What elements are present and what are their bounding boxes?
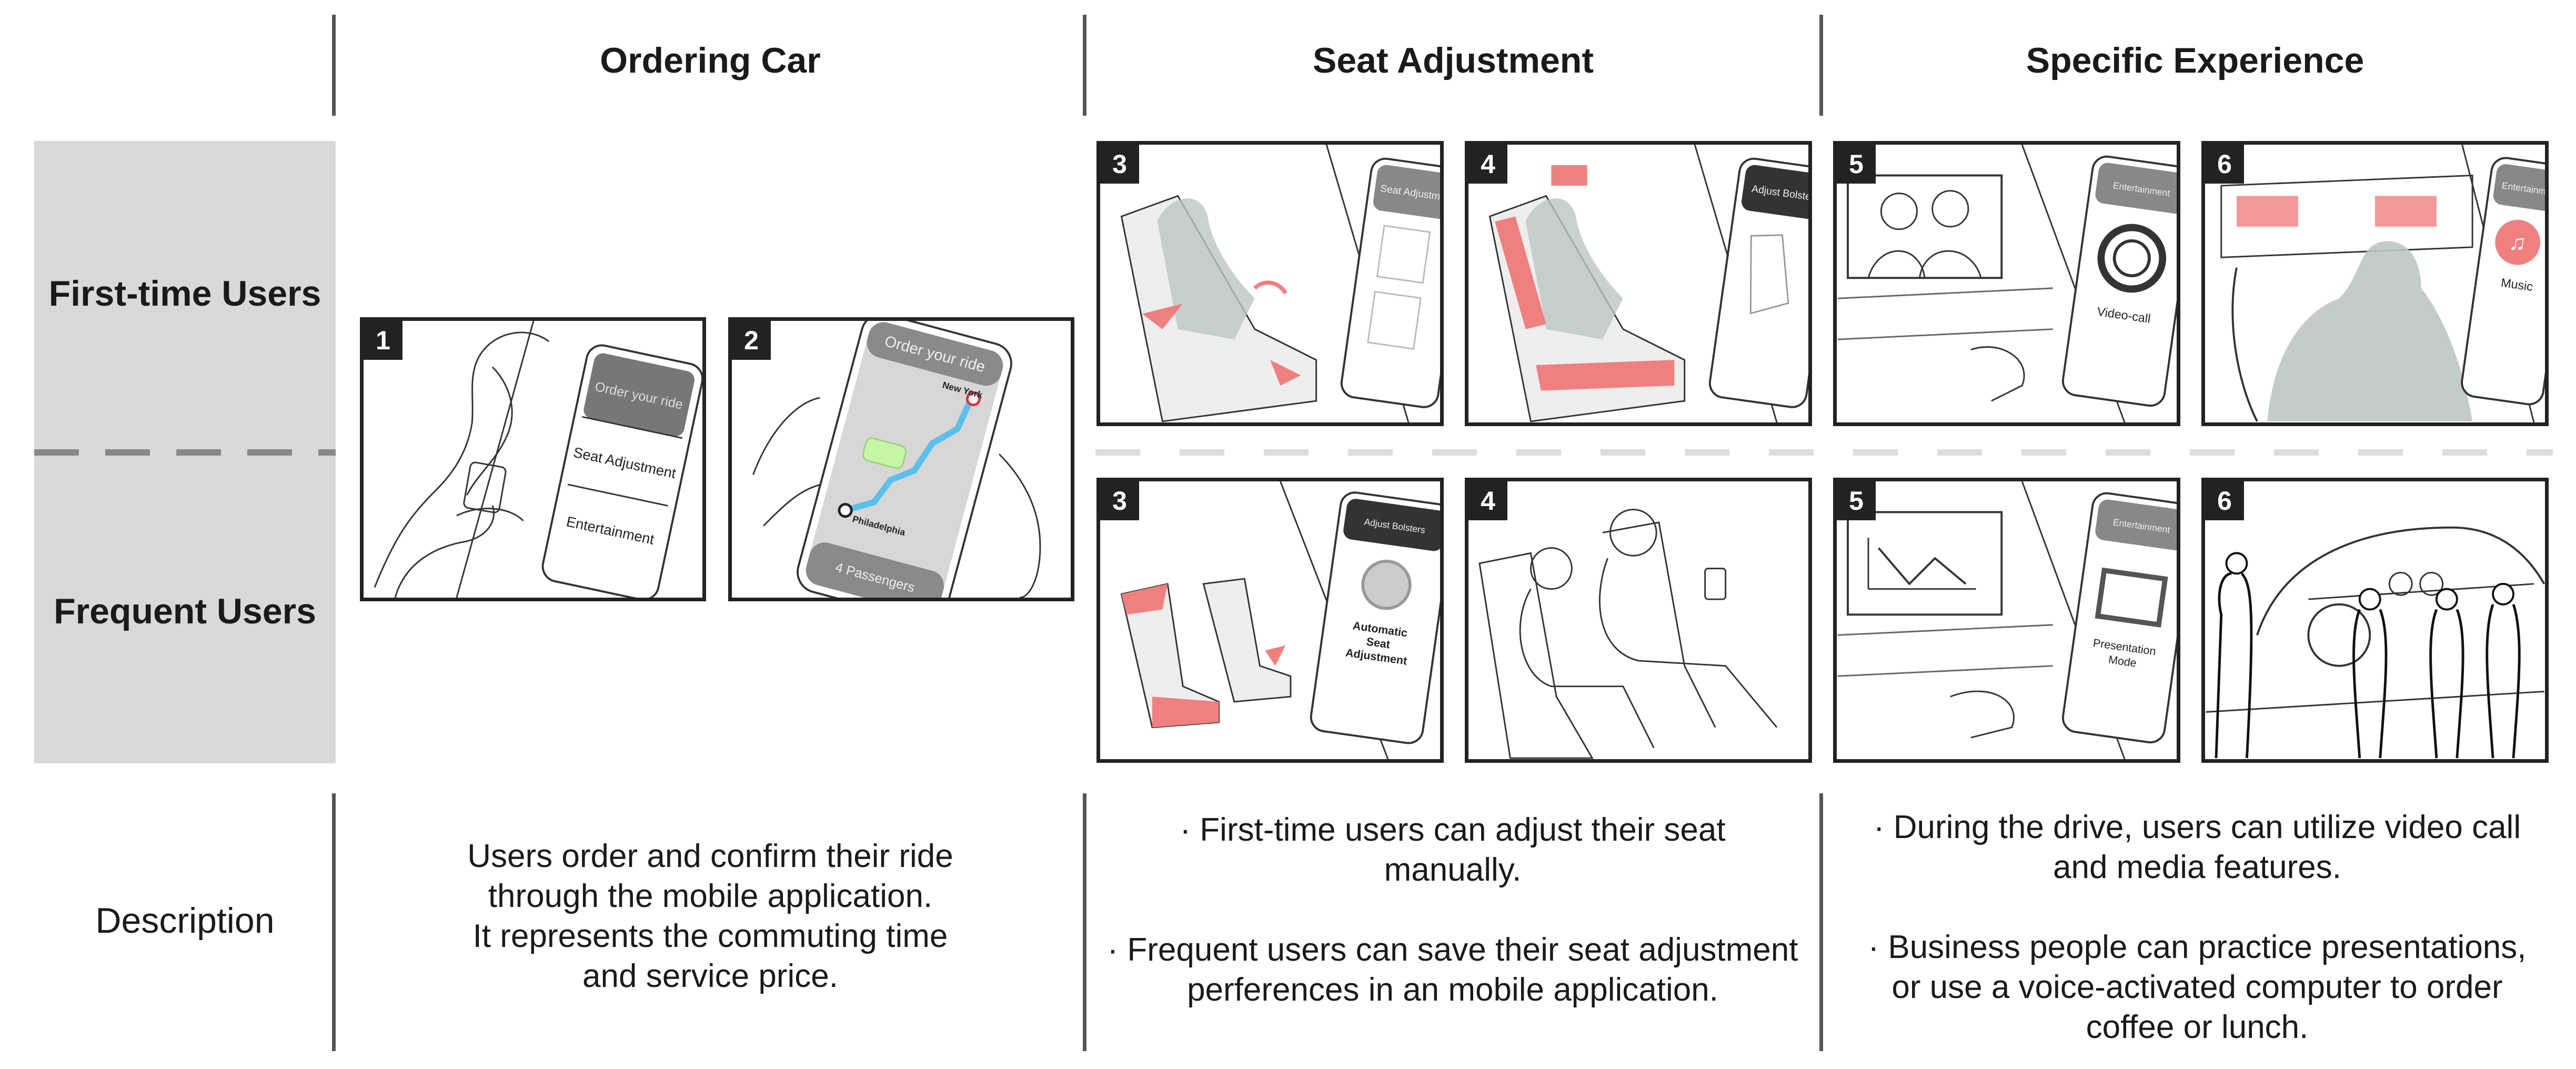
panel-number: 4	[1468, 481, 1507, 520]
description-line: Users order and confirm their ride	[337, 836, 1084, 876]
description-line: · Business people can practice presentat…	[1824, 927, 2571, 967]
header-divider-1	[332, 15, 336, 116]
panel-number: 5	[1837, 481, 1876, 520]
column-header-seat-adjustment: Seat Adjustment	[1085, 32, 1822, 89]
desc-divider-3	[1819, 793, 1823, 1051]
panel-number: 6	[2205, 481, 2244, 520]
description-line: and media features.	[1824, 848, 2571, 888]
column-header-specific-experience: Specific Experience	[1822, 32, 2569, 89]
passengers-seated-illustration	[1468, 481, 1808, 759]
panel-number: 4	[1468, 145, 1507, 184]
panel-number: 1	[364, 321, 402, 360]
manual-seat-adjust-illustration: Seat Adjustment	[1100, 145, 1440, 422]
storyboard-panel-frequent-5: 5 Entertainment Presentation Mode	[1833, 478, 2180, 763]
storyboard-panel-frequent-3: 3 Adjust Bolsters Automatic Seat Adjustm…	[1096, 478, 1444, 763]
header-divider-2	[1083, 15, 1086, 116]
storyboard-panel-2: 2 Order your ride 4 Passengers New York …	[728, 317, 1074, 601]
music-note-icon: ♫	[2508, 229, 2528, 256]
panel-number: 6	[2205, 145, 2244, 184]
description-line: · Frequent users can save their seat adj…	[1087, 930, 1818, 970]
bolster-adjust-illustration: Adjust Bolsters	[1468, 145, 1808, 422]
row-separator-dashed	[34, 448, 336, 457]
column-header-ordering-car: Ordering Car	[337, 32, 1084, 89]
panel-number: 5	[1837, 145, 1876, 184]
video-call-illustration: Entertainment Video-call	[1837, 145, 2177, 422]
person-with-phone-illustration: Order your ride Seat Adjustment Entertai…	[364, 321, 702, 598]
panel-number: 2	[732, 321, 771, 360]
description-spacer	[1087, 890, 1818, 930]
storyboard-panel-frequent-6: 6	[2201, 478, 2549, 763]
description-seat-adjustment: · First-time users can adjust their seat…	[1087, 810, 1818, 1010]
phone-map-illustration: Order your ride 4 Passengers New York Ph…	[732, 321, 1071, 598]
row-label-first-time-users: First-time Users	[34, 141, 336, 446]
panel-number: 3	[1100, 481, 1139, 520]
description-line: It represents the commuting time	[337, 916, 1084, 956]
storyboard-panel-1: 1 Order your ride Seat Adjustment Entert…	[360, 317, 706, 601]
description-ordering-car: Users order and confirm their ride throu…	[337, 836, 1084, 996]
storyboard-panel-first-time-3: 3 Seat Adjustment	[1096, 141, 1444, 426]
people-by-car-illustration	[2205, 481, 2545, 759]
storyboard-panel-frequent-4: 4	[1465, 478, 1812, 763]
presentation-mode-illustration: Entertainment Presentation Mode	[1837, 481, 2177, 759]
description-line: and service price.	[337, 956, 1084, 996]
description-line: through the mobile application.	[337, 876, 1084, 916]
description-line: · During the drive, users can utilize vi…	[1824, 808, 2571, 848]
automatic-seat-illustration: Adjust Bolsters Automatic Seat Adjustmen…	[1100, 481, 1440, 759]
description-specific-experience: · During the drive, users can utilize vi…	[1824, 808, 2571, 1047]
description-line: perferences in an mobile application.	[1087, 970, 1818, 1010]
description-line: or use a voice-activated computer to ord…	[1824, 967, 2571, 1007]
row-label-description: Description	[34, 810, 336, 1031]
description-spacer	[1824, 888, 2571, 927]
header-divider-3	[1819, 15, 1823, 116]
panel-number: 3	[1100, 145, 1139, 184]
description-line: coffee or lunch.	[1824, 1007, 2571, 1047]
music-illustration: Entertainment ♫ Music	[2205, 145, 2545, 422]
row-label-frequent-users: Frequent Users	[34, 459, 336, 764]
storyboard-panel-first-time-4: 4 Adjust Bolsters	[1465, 141, 1812, 426]
description-line: manually.	[1087, 850, 1818, 890]
panel-row-separator-dashed	[1095, 448, 2553, 457]
storyboard-panel-first-time-5: 5 Entertainment Video-call	[1833, 141, 2180, 426]
description-line: · First-time users can adjust their seat	[1087, 810, 1818, 850]
storyboard-panel-first-time-6: 6 Entertainment ♫ Music	[2201, 141, 2549, 426]
